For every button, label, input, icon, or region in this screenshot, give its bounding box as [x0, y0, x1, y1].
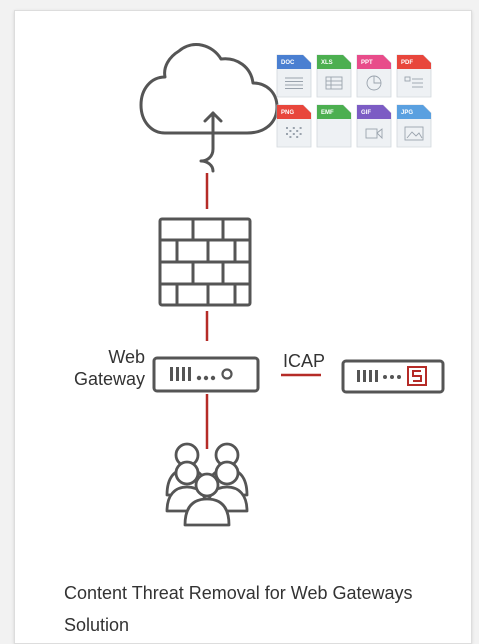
icap-label: ICAP: [283, 351, 326, 371]
file-icon-png: PNG: [276, 104, 312, 148]
cloud-icon: [139, 43, 279, 135]
file-type-label: PDF: [401, 60, 413, 66]
network-diagram: DOC XLS PPT PDF PNG EMF GIF JPG: [139, 43, 445, 527]
file-type-label: DOC: [281, 60, 295, 66]
file-types-grid: DOC XLS PPT PDF PNG EMF GIF JPG: [276, 54, 432, 148]
file-type-label: EMF: [321, 110, 334, 116]
firewall-icon: [158, 217, 252, 307]
web-gateway-label-line1: Web: [108, 347, 145, 367]
users-group-icon: [165, 442, 249, 527]
file-icon-xls: XLS: [316, 54, 352, 98]
file-type-label: PPT: [361, 60, 373, 66]
card-caption[interactable]: Content Threat Removal for Web Gateways …: [64, 583, 413, 635]
solution-card[interactable]: DOC XLS PPT PDF PNG EMF GIF JPG Web Gateway ICA…: [14, 10, 472, 644]
file-type-label: XLS: [321, 60, 333, 66]
file-icon-doc: DOC: [276, 54, 312, 98]
web-gateway-label: Web Gateway: [63, 346, 145, 390]
web-gateway-appliance-icon: [152, 356, 260, 393]
sync-arrow-icon: [199, 111, 223, 173]
file-type-label: GIF: [361, 110, 371, 116]
web-gateway-label-line2: Gateway: [73, 369, 145, 389]
file-icon-pdf: PDF: [396, 54, 432, 98]
file-icon-gif: GIF: [356, 104, 392, 148]
connector-lines: [205, 173, 321, 449]
file-icon-jpg: JPG: [396, 104, 432, 148]
threat-removal-appliance-icon: [341, 359, 445, 394]
file-icon-ppt: PPT: [356, 54, 392, 98]
file-type-label: PNG: [281, 110, 294, 116]
file-type-label: JPG: [401, 110, 413, 116]
file-icon-emf: EMF: [316, 104, 352, 148]
